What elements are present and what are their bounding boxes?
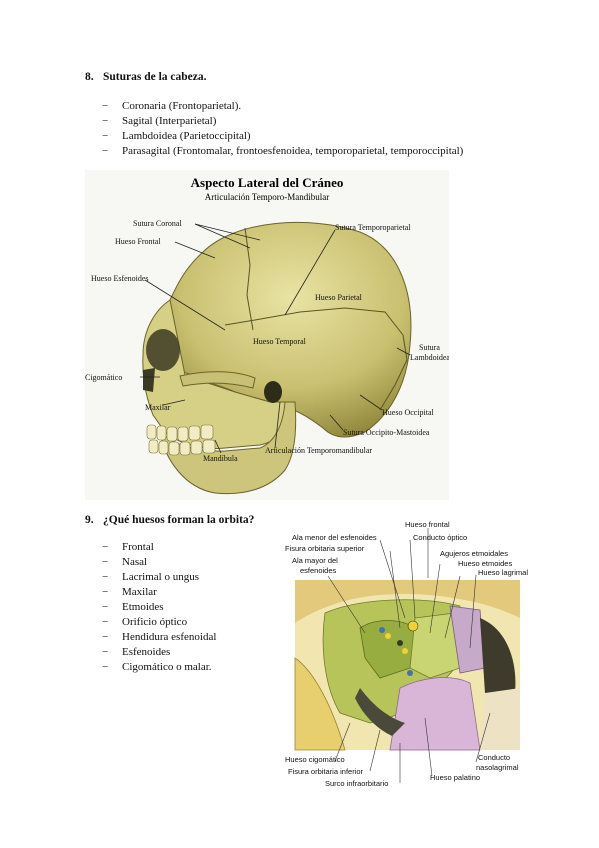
label-hueso-frontal: Hueso Frontal: [115, 237, 161, 246]
sutures-list: −Coronaria (Frontoparietal). −Sagital (I…: [102, 99, 463, 159]
label-sutura-temporoparietal: Sutura Temporoparietal: [335, 223, 411, 232]
label-hueso-parietal: Hueso Parietal: [315, 293, 363, 302]
skull-figure-subtitle: Articulación Temporo-Mandibular: [205, 192, 329, 202]
label-conducto-nasolagrimal-2: nasolagrimal: [476, 763, 519, 772]
label-hueso-cigomatico: Hueso cigomático: [285, 755, 345, 764]
section-9-number: 9.: [85, 514, 94, 526]
list-item: −Esfenoides: [102, 646, 171, 658]
list-item: −Frontal: [102, 541, 154, 553]
label-articulacion-temporomandibular: Articulación Temporomandibular: [265, 446, 372, 455]
label-cigomatico: Cigomático: [85, 373, 122, 382]
label-sutura-lambdoidea-1: Sutura: [419, 343, 440, 352]
label-hueso-palatino: Hueso palatino: [430, 773, 480, 782]
label-hueso-esfenoides: Hueso Esfenoides: [91, 274, 149, 283]
label-hueso-temporal: Hueso Temporal: [253, 337, 307, 346]
orbit-illustration: [294, 580, 520, 751]
list-item: −Hendidura esfenoidal: [102, 631, 217, 643]
orbit-figure: Hueso frontal Ala menor del esfenoides C…: [280, 518, 550, 790]
label-surco-infraorbitario: Surco infraorbitario: [325, 779, 388, 788]
label-ala-mayor-2: esfenoides: [300, 566, 337, 575]
section-9-heading: 9. ¿Qué huesos forman la orbita?: [85, 514, 254, 526]
list-item: −Etmoides: [102, 601, 164, 613]
label-orbit-hueso-frontal: Hueso frontal: [405, 520, 450, 529]
label-sutura-occipito-mastoidea: Sutura Occipito-Mastoidea: [343, 428, 430, 437]
list-item: −Coronaria (Frontoparietal).: [102, 100, 242, 112]
label-fisura-superior: Fisura orbitaria superior: [285, 544, 365, 553]
list-item: −Maxilar: [102, 586, 157, 598]
label-sutura-lambdoidea-2: Lambdoidea: [410, 353, 449, 362]
section-8-heading: 8. Suturas de la cabeza.: [85, 71, 207, 83]
label-fisura-inferior: Fisura orbitaria inferior: [288, 767, 364, 776]
skull-figure-title: Aspecto Lateral del Cráneo: [191, 175, 344, 190]
section-9-title: ¿Qué huesos forman la orbita?: [103, 514, 255, 526]
orbit-bones-list: −Frontal −Nasal −Lacrimal o ungus −Maxil…: [102, 540, 216, 675]
label-hueso-etmoides: Hueso etmoides: [458, 559, 512, 568]
label-agujeros-etmoidales: Agujeros etmoidales: [440, 549, 508, 558]
label-conducto-optico: Conducto óptico: [413, 533, 467, 542]
label-ala-mayor-1: Ala mayor del: [292, 556, 338, 565]
section-8-title: Suturas de la cabeza.: [103, 71, 207, 83]
list-item: −Sagital (Interparietal): [102, 115, 217, 127]
section-8-number: 8.: [85, 71, 94, 83]
label-hueso-lagrimal: Hueso lagrimal: [478, 568, 528, 577]
list-item: −Lacrimal o ungus: [102, 571, 199, 583]
label-ala-menor: Ala menor del esfenoides: [292, 533, 377, 542]
skull-teeth: [146, 424, 216, 456]
skull-nasal-cavity: [143, 368, 155, 392]
skull-ear-canal: [264, 381, 282, 403]
skull-zygomatic-arch: [179, 371, 256, 389]
label-conducto-nasolagrimal-1: Conducto: [478, 753, 510, 762]
label-mandibula: Mandíbula: [203, 454, 238, 463]
skull-orbit: [146, 329, 180, 371]
list-item: −Lambdoidea (Parietoccipital): [102, 130, 251, 142]
list-item: −Parasagital (Frontomalar, frontoesfenoi…: [102, 145, 464, 157]
list-item: −Nasal: [102, 556, 148, 568]
label-maxilar: Maxilar: [145, 403, 171, 412]
orbit-leader-lines: [327, 528, 491, 783]
label-hueso-occipital: Hueso Occipital: [382, 408, 435, 417]
skull-leader-lines: [140, 223, 411, 454]
list-item: −Orificio óptico: [102, 616, 188, 628]
label-sutura-coronal: Sutura Coronal: [133, 219, 182, 228]
list-item: −Cigomático o malar.: [102, 661, 212, 673]
skull-lateral-figure: Aspecto Lateral del Cráneo Articulación …: [85, 170, 449, 500]
